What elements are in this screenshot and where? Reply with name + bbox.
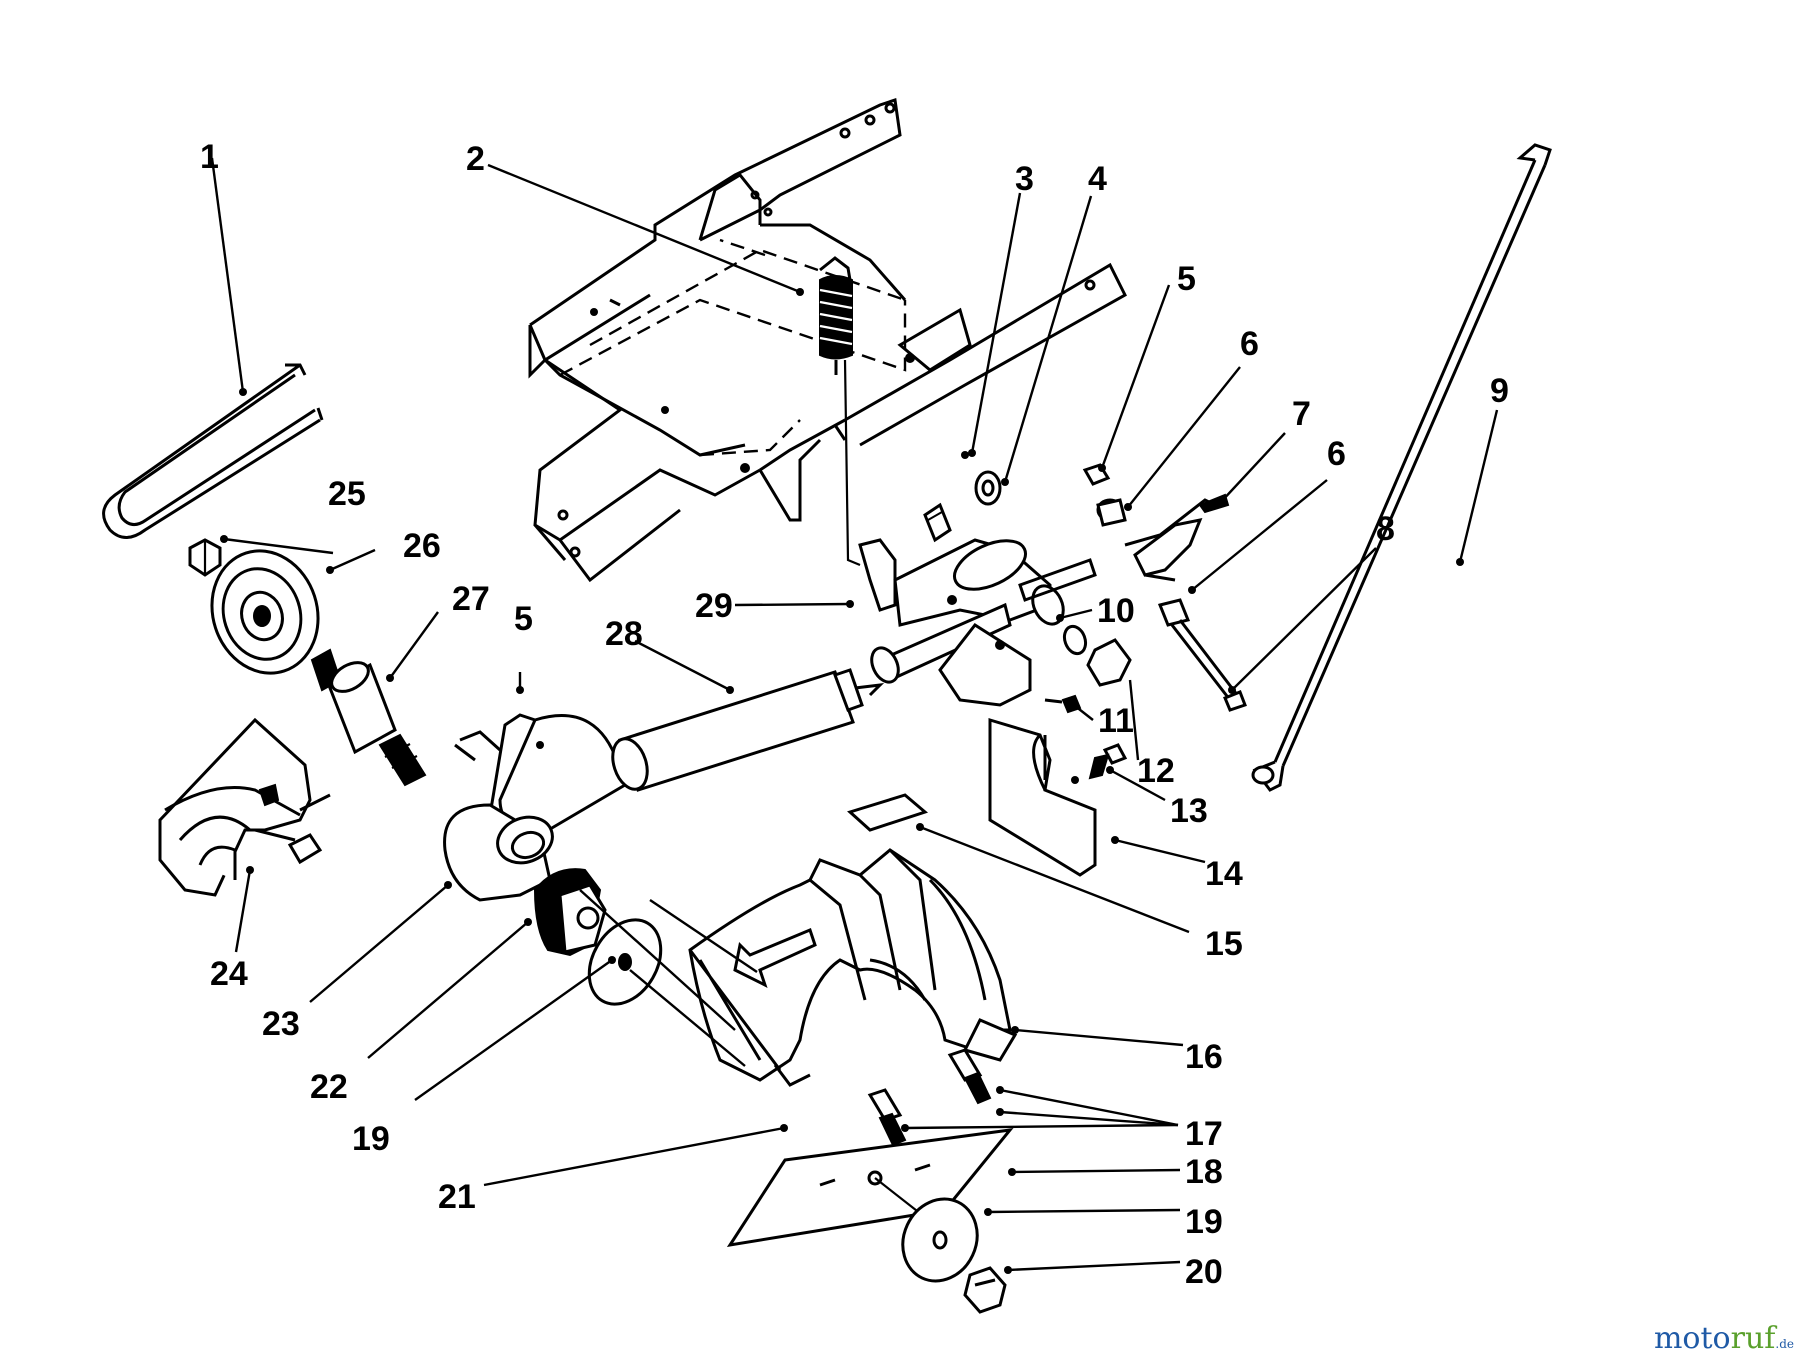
pulley-assembly bbox=[188, 538, 320, 675]
bearing-bracket bbox=[158, 717, 331, 897]
label-16: 16 bbox=[1185, 1038, 1223, 1076]
latch-hardware bbox=[1082, 463, 1247, 712]
pivot-hardware bbox=[1044, 624, 1132, 780]
label-3: 3 bbox=[1015, 160, 1034, 198]
label-25: 25 bbox=[328, 475, 366, 513]
label-6-upper: 6 bbox=[1240, 325, 1259, 363]
control-rod bbox=[1251, 143, 1552, 792]
label-18: 18 bbox=[1185, 1153, 1223, 1191]
lever-bracket bbox=[858, 538, 1097, 707]
mounting-frame bbox=[528, 98, 1127, 583]
leader-dots bbox=[220, 288, 1464, 1274]
impeller-shaft bbox=[611, 668, 885, 792]
label-24: 24 bbox=[210, 955, 248, 993]
label-6-lower: 6 bbox=[1327, 435, 1346, 473]
chute-deflector bbox=[988, 717, 1097, 877]
label-14: 14 bbox=[1205, 855, 1243, 893]
watermark-part-c: .de bbox=[1775, 1337, 1794, 1351]
label-15: 15 bbox=[1205, 925, 1243, 963]
discharge-chute bbox=[688, 848, 1018, 1087]
washer-left bbox=[587, 918, 663, 1006]
spindle-shaft bbox=[310, 648, 427, 787]
label-26: 26 bbox=[403, 527, 441, 565]
label-1: 1 bbox=[200, 138, 219, 176]
label-10: 10 bbox=[1097, 592, 1135, 630]
label-8: 8 bbox=[1376, 510, 1395, 548]
label-17: 17 bbox=[1185, 1115, 1223, 1153]
label-20: 20 bbox=[1185, 1253, 1223, 1291]
label-2: 2 bbox=[466, 140, 485, 178]
drive-belt bbox=[102, 363, 324, 539]
watermark-part-a: moto bbox=[1653, 1321, 1731, 1356]
label-21: 21 bbox=[438, 1178, 476, 1216]
label-5-upper: 5 bbox=[1177, 260, 1196, 298]
label-9: 9 bbox=[1490, 372, 1509, 410]
gear-block bbox=[533, 868, 607, 957]
label-13: 13 bbox=[1170, 792, 1208, 830]
part-labels: 1 2 3 4 5 6 7 6 8 9 10 11 12 13 14 15 16… bbox=[200, 138, 1509, 1291]
chute-bolts bbox=[867, 1048, 992, 1147]
label-23: 23 bbox=[262, 1005, 300, 1043]
label-5-lower: 5 bbox=[514, 600, 533, 638]
label-29: 29 bbox=[695, 587, 733, 625]
wear-plate bbox=[847, 793, 929, 832]
leader-lines bbox=[210, 157, 1499, 1272]
watermark-part-b: ruf bbox=[1730, 1321, 1776, 1356]
label-19-left: 19 bbox=[352, 1120, 390, 1158]
site-watermark: motoruf.de bbox=[1654, 1321, 1794, 1356]
label-22: 22 bbox=[310, 1068, 348, 1106]
label-27: 27 bbox=[452, 580, 490, 618]
bushing-set bbox=[923, 451, 1002, 543]
label-11: 11 bbox=[1098, 702, 1134, 740]
label-4: 4 bbox=[1088, 160, 1107, 198]
label-19-right: 19 bbox=[1185, 1203, 1223, 1241]
gear-housing bbox=[443, 713, 661, 902]
blade-washer-nut bbox=[901, 1197, 1007, 1314]
label-7: 7 bbox=[1292, 395, 1311, 433]
label-12: 12 bbox=[1137, 752, 1175, 790]
label-28: 28 bbox=[605, 615, 643, 653]
tension-spring bbox=[819, 256, 861, 567]
